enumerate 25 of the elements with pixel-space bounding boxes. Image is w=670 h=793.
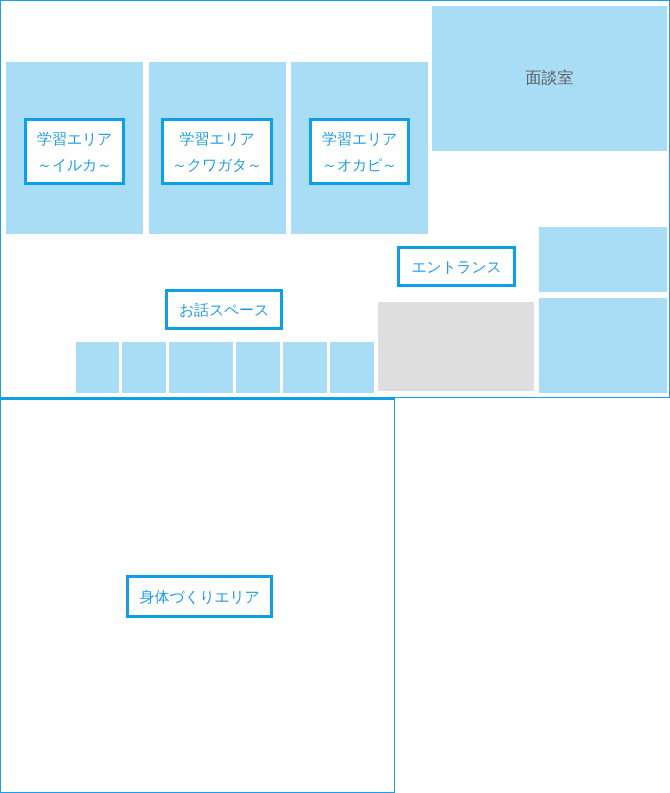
room-block xyxy=(378,302,534,391)
room xyxy=(149,62,286,234)
area-label: ～イルカ～ xyxy=(37,154,112,176)
room-block xyxy=(236,342,280,393)
area-label: 学習エリア xyxy=(37,128,112,150)
area-label: お話スペース xyxy=(165,289,283,330)
room-block xyxy=(283,342,327,393)
room-block xyxy=(539,227,667,292)
area-label: ～オカピ～ xyxy=(322,154,397,176)
room xyxy=(432,6,667,151)
area-label: 身体づくりエリア xyxy=(126,575,273,618)
room-block xyxy=(539,298,667,393)
room xyxy=(6,62,143,234)
area-label: ～クワガタ～ xyxy=(172,154,262,176)
room-block xyxy=(76,342,119,393)
area-label: 学習エリア xyxy=(180,128,254,150)
room-block xyxy=(330,342,374,393)
room-block xyxy=(122,342,166,393)
room-block xyxy=(169,342,233,393)
floor-area xyxy=(0,397,395,793)
area-label: エントランス xyxy=(397,246,516,287)
area-label: 学習エリア xyxy=(322,128,397,150)
room-block xyxy=(0,0,670,398)
room-label: 面談室 xyxy=(524,68,574,89)
room xyxy=(291,62,428,234)
